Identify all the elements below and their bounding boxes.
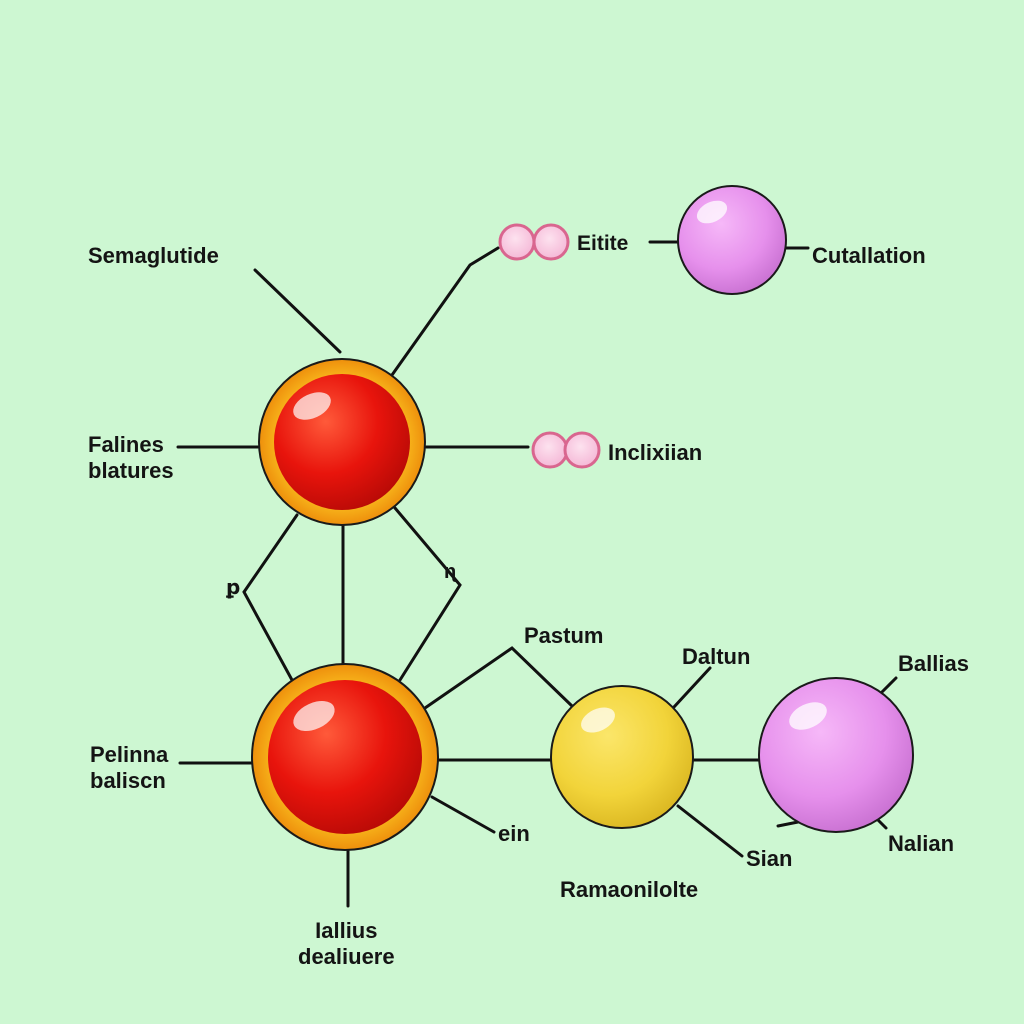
line-pastum: [423, 646, 574, 710]
label-pastum: Pastum: [524, 623, 604, 648]
pink-bead-pair-middle: [531, 431, 601, 469]
line-semaglutide: [253, 268, 342, 354]
line-violet-to-sian: [776, 820, 800, 828]
label-falines: Falines blatures: [88, 432, 174, 484]
label-lallius-line1: Iallius: [315, 918, 378, 943]
label-falines-line1: Falines: [88, 432, 164, 457]
line-ballias: [880, 676, 898, 694]
line-left-branch: [242, 513, 299, 682]
label-pelinna-line1: Pelinna: [90, 742, 169, 767]
line-eitite: [390, 246, 500, 377]
red-atom-upper: [258, 358, 426, 526]
label-ramaonilolte: Ramaonilolte: [560, 877, 699, 902]
label-small-right: ɳ: [444, 561, 457, 583]
connector-lines: [176, 240, 898, 908]
red-atom-lower: [251, 663, 439, 851]
line-daltun: [672, 666, 712, 709]
label-sian: Sian: [746, 846, 793, 871]
label-pelinna: Pelinna baliscn: [90, 742, 168, 794]
yellow-sphere: [550, 685, 694, 829]
line-ein: [430, 795, 496, 834]
label-inclixiian: Inclixiian: [608, 440, 703, 465]
label-lallius: Iallius dealiuere: [298, 918, 395, 970]
label-cutallation: Cutallation: [812, 243, 926, 268]
violet-sphere-right: [758, 677, 914, 833]
label-daltun: Daltun: [682, 644, 751, 669]
line-sian: [676, 804, 744, 858]
label-semaglutide: Semaglutide: [88, 243, 219, 268]
violet-sphere-top: [677, 185, 787, 295]
label-pelinna-line2: baliscn: [90, 768, 166, 793]
label-falines-line2: blatures: [88, 458, 174, 483]
label-lallius-line2: dealiuere: [298, 944, 395, 969]
pink-bead-pair-top: [498, 223, 570, 261]
line-right-branch: [393, 506, 462, 682]
label-eitite: Eitite: [577, 232, 629, 255]
label-small-left: ꝑ: [226, 577, 241, 599]
label-nalian: Nalian: [888, 831, 955, 856]
label-ein: ein: [498, 821, 530, 846]
label-ballias: Ballias: [898, 651, 969, 676]
